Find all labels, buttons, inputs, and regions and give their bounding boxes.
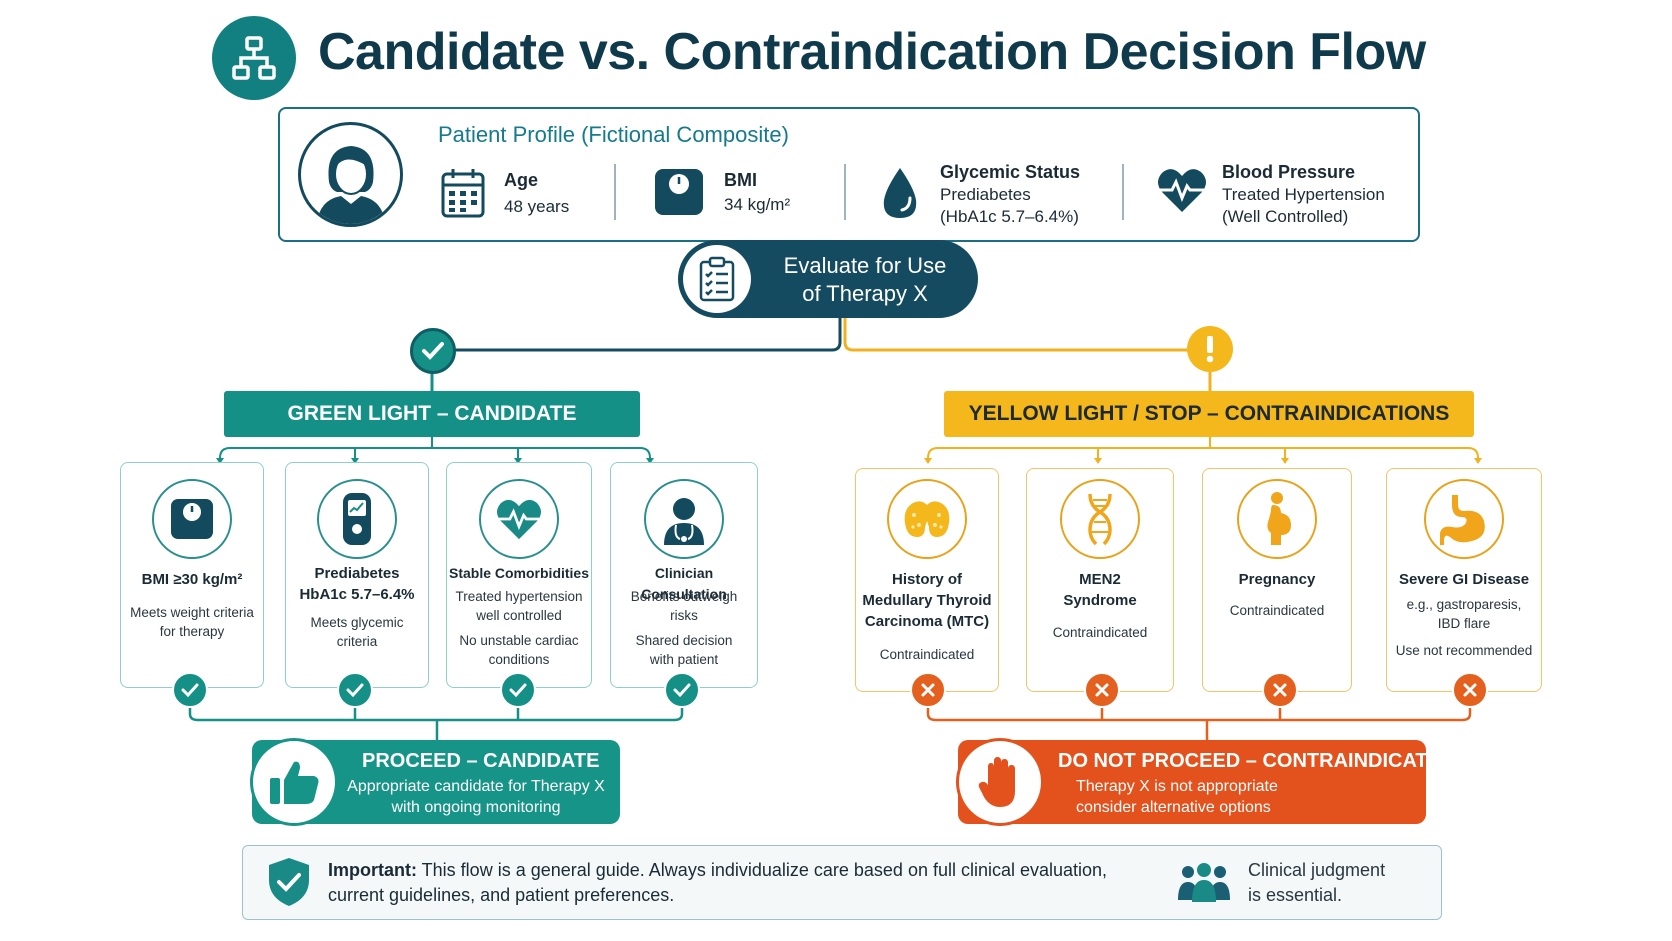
yellow-card-men2: MEN2 Syndrome Contraindicated xyxy=(1026,468,1174,692)
dna-icon xyxy=(1060,479,1140,559)
flowchart-icon xyxy=(212,16,296,100)
card-text: Contraindicated xyxy=(879,647,975,662)
warning-exclamation-icon xyxy=(1187,326,1233,372)
stat-bp-label: Blood Pressure xyxy=(1222,162,1356,182)
green-card-prediabetes: Prediabetes HbA1c 5.7–6.4% Meets glycemi… xyxy=(285,462,429,688)
x-mark-icon xyxy=(1262,672,1298,708)
profile-title: Patient Profile (Fictional Composite) xyxy=(438,122,789,147)
card-text: Meets weight criteria for therapy xyxy=(130,605,254,639)
yellow-card-mtc: History of Medullary Thyroid Carcinoma (… xyxy=(855,468,999,692)
green-card-comorbidities: Stable Comorbidities Treated hypertensio… xyxy=(446,462,592,688)
do-not-proceed-text: Therapy X is not appropriate consider al… xyxy=(1076,778,1278,816)
check-icon xyxy=(337,672,373,708)
stat-glycemic-value-line2: (HbA1c 5.7–6.4%) xyxy=(940,207,1079,226)
connector-yellow-branch xyxy=(927,437,1479,459)
do-not-proceed-title: DO NOT PROCEED – CONTRAINDICATED xyxy=(1058,750,1456,772)
x-mark-icon xyxy=(1084,672,1120,708)
check-icon xyxy=(172,672,208,708)
connector-evaluate-to-green xyxy=(432,318,842,352)
stat-bmi-value: 34 kg/m² xyxy=(724,195,791,214)
important-note-text: Important: This flow is a general guide.… xyxy=(328,860,1108,905)
card-text: Meets glycemic criteria xyxy=(310,615,404,649)
heart-pulse-icon xyxy=(479,479,559,559)
card-title: Pregnancy xyxy=(1238,571,1316,588)
card-text: e.g., gastroparesis, IBD flare Use not r… xyxy=(1395,597,1533,658)
scale-icon xyxy=(152,479,232,559)
proceed-title: PROCEED – CANDIDATE xyxy=(362,750,600,772)
x-mark-icon xyxy=(910,672,946,708)
card-title: MEN2 Syndrome xyxy=(1063,571,1137,609)
yellow-light-banner: YELLOW LIGHT / STOP – CONTRAINDICATIONS xyxy=(944,391,1474,437)
scale-icon xyxy=(654,168,704,221)
patient-avatar-icon xyxy=(298,122,403,227)
yellow-card-gi-disease: Severe GI Disease e.g., gastroparesis, I… xyxy=(1386,468,1542,692)
stop-hand-icon xyxy=(956,738,1044,826)
card-text: Treated hypertension well controlled No … xyxy=(455,589,583,667)
connector-evaluate-to-yellow xyxy=(843,318,1190,352)
yellow-card-pregnancy: Pregnancy Contraindicated xyxy=(1202,468,1352,692)
thyroid-icon xyxy=(887,479,967,559)
heart-pulse-icon xyxy=(1156,166,1208,219)
stat-bp-value-line2: (Well Controlled) xyxy=(1222,207,1349,226)
check-icon xyxy=(500,672,536,708)
doctor-icon xyxy=(644,479,724,559)
calendar-icon xyxy=(440,166,486,225)
stat-age-value: 48 years xyxy=(504,197,570,216)
connector-green-branch xyxy=(219,437,651,459)
green-light-banner: GREEN LIGHT – CANDIDATE xyxy=(224,391,640,437)
card-title: Prediabetes HbA1c 5.7–6.4% xyxy=(299,565,415,603)
clipboard-checklist-icon xyxy=(683,245,751,313)
card-title: Stable Comorbidities xyxy=(448,565,590,581)
green-card-consultation: Clinician Consultation Benefits outweigh… xyxy=(610,462,758,688)
evaluate-label: Evaluate for Use of Therapy X xyxy=(783,253,947,306)
glucose-meter-icon xyxy=(317,479,397,559)
proceed-text: Appropriate candidate for Therapy X with… xyxy=(347,778,605,816)
stat-age-label: Age xyxy=(504,170,539,190)
card-title: Severe GI Disease xyxy=(1398,571,1530,588)
thumbs-up-icon xyxy=(250,738,338,826)
stat-bp-value-line1: Treated Hypertension xyxy=(1222,185,1385,204)
card-title: BMI ≥30 kg/m² xyxy=(141,571,243,588)
card-text: Contraindicated xyxy=(1229,603,1325,618)
check-icon xyxy=(664,672,700,708)
card-text: Benefits outweigh risks Shared decision … xyxy=(630,589,738,667)
blood-drop-icon xyxy=(880,166,920,225)
pregnancy-icon xyxy=(1237,479,1317,559)
card-title: Clinician Consultation xyxy=(641,565,727,602)
shield-check-icon xyxy=(266,856,312,913)
stat-glycemic-value-line1: Prediabetes xyxy=(940,185,1031,204)
stat-bmi-label: BMI xyxy=(724,170,757,190)
divider xyxy=(844,164,846,220)
connector-yellow-merge xyxy=(926,708,1472,740)
clinical-judgment-note: Clinical judgment is essential. xyxy=(1248,860,1386,905)
x-mark-icon xyxy=(1452,672,1488,708)
important-note-box xyxy=(242,845,1442,920)
stat-glycemic-label: Glycemic Status xyxy=(940,162,1081,182)
connector-green-merge xyxy=(188,708,684,740)
green-check-icon xyxy=(410,328,456,374)
card-title: History of Medullary Thyroid Carcinoma (… xyxy=(862,571,992,630)
page-title: Candidate vs. Contraindication Decision … xyxy=(318,23,1426,81)
divider xyxy=(614,164,616,220)
card-text: Contraindicated xyxy=(1052,625,1148,640)
green-card-bmi: BMI ≥30 kg/m² Meets weight criteria for … xyxy=(120,462,264,688)
stomach-icon xyxy=(1424,479,1504,559)
divider xyxy=(1122,164,1124,220)
care-team-icon xyxy=(1176,862,1232,907)
